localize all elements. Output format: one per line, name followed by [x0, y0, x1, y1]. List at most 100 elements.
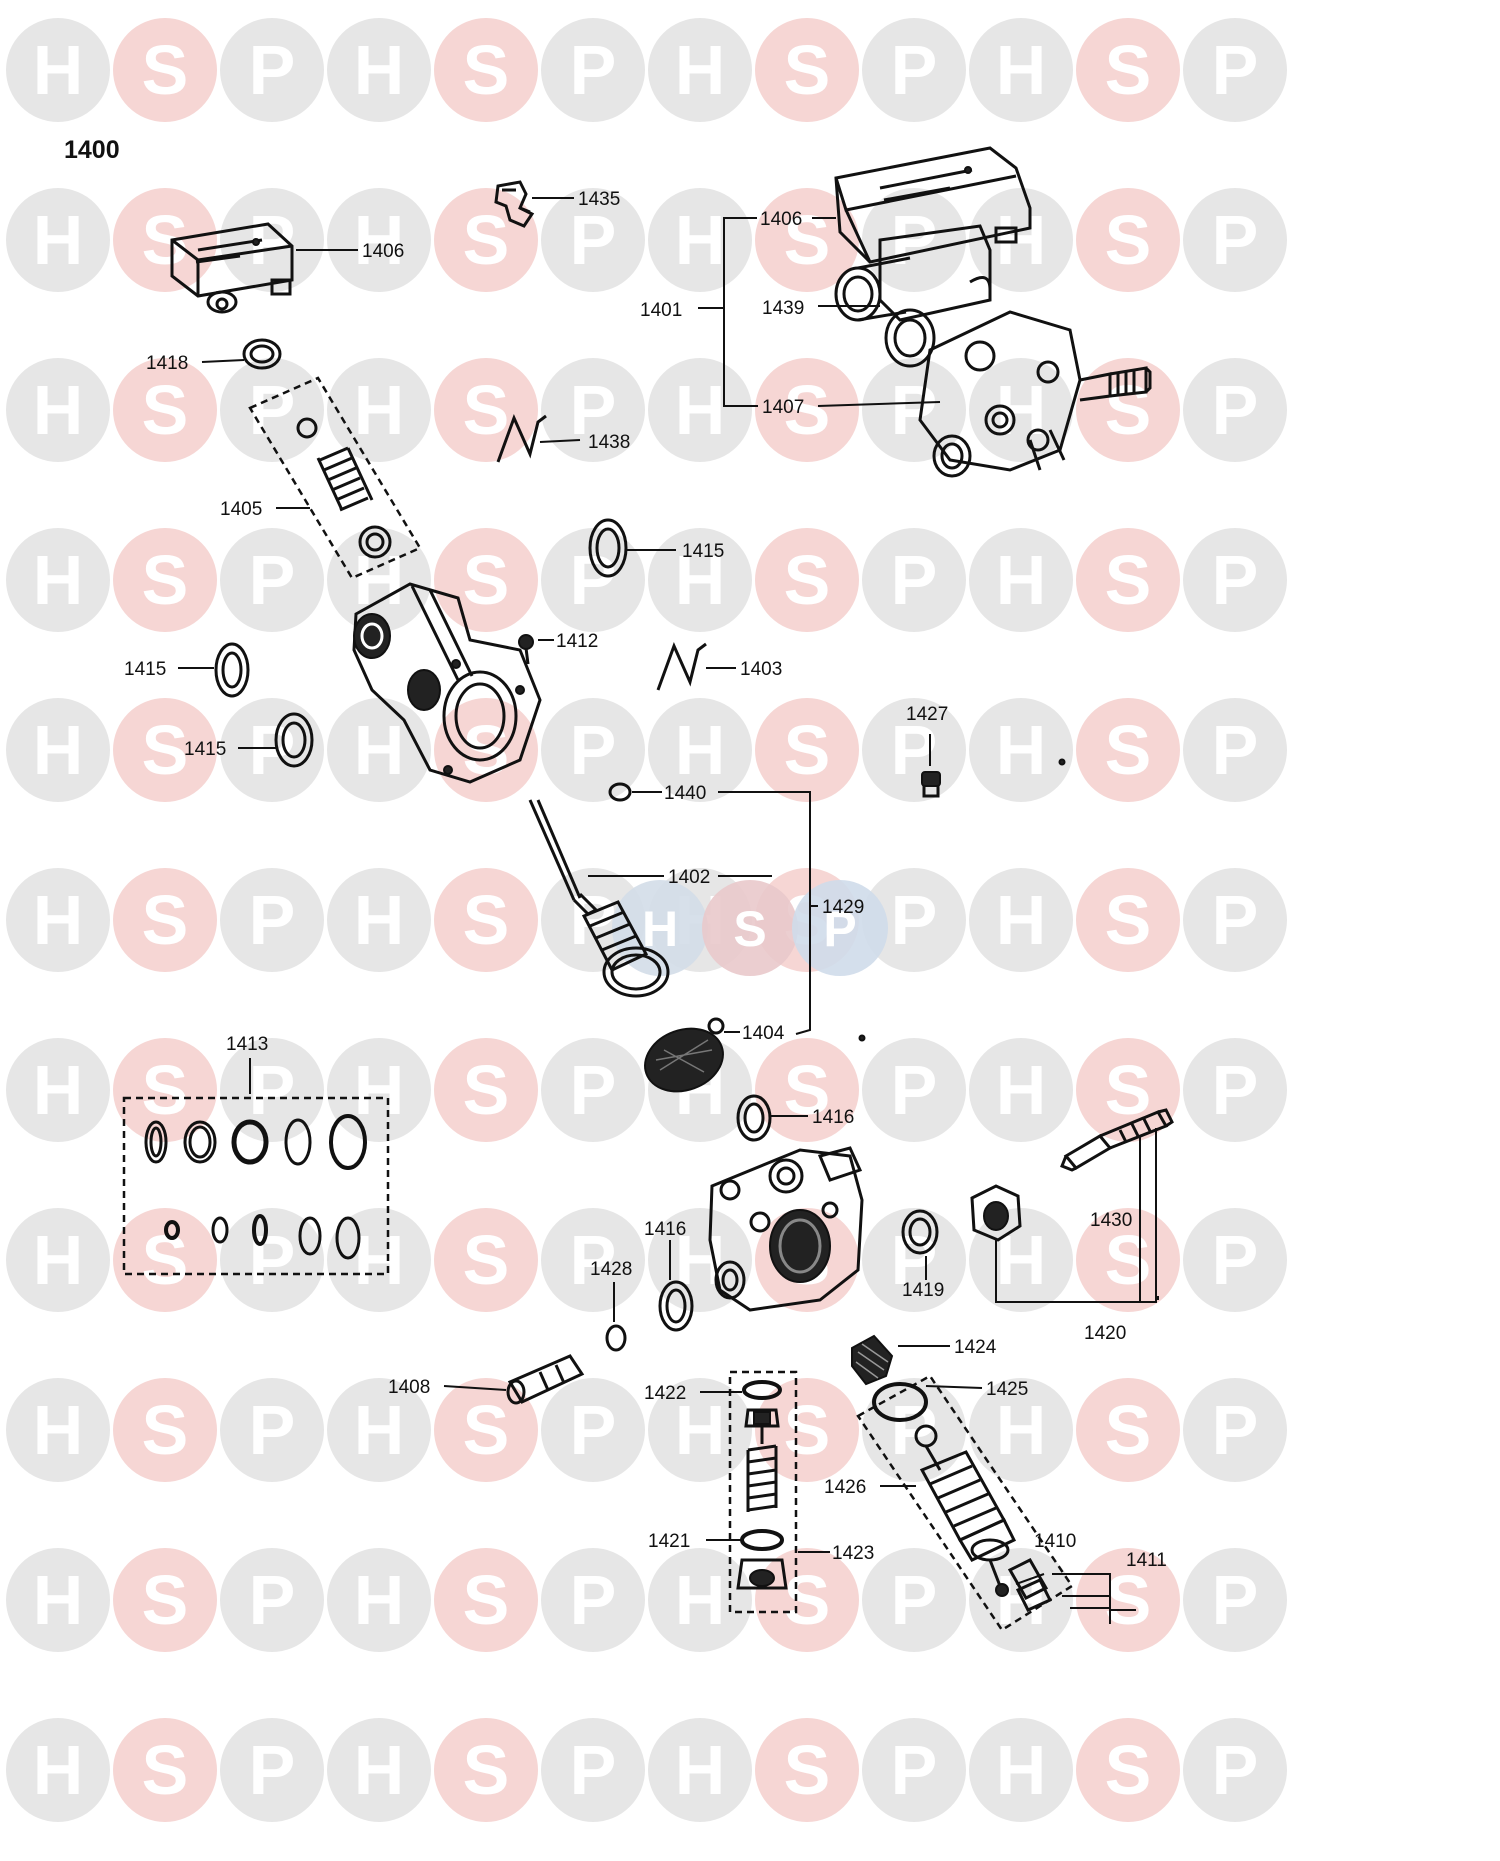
watermark-circle: [6, 1378, 110, 1482]
part-1413-o-ring-kit: [122, 1096, 390, 1276]
watermark-letter: S: [784, 1391, 831, 1469]
watermark-letter: P: [249, 371, 296, 449]
watermark-letter: H: [996, 711, 1047, 789]
part-1415-washer-center: [588, 518, 628, 578]
watermark-circle: [755, 1378, 859, 1482]
watermark-circle: [755, 528, 859, 632]
watermark-letter: H: [996, 201, 1047, 279]
part-1403-spring-clip: [656, 641, 707, 691]
watermark-circle: [1183, 1378, 1287, 1482]
watermark-letter: S: [142, 1731, 189, 1809]
watermark-letter: H: [33, 711, 84, 789]
label-1422: 1422: [644, 1383, 686, 1404]
watermark-circle: [969, 868, 1073, 972]
label-1438: 1438: [588, 432, 630, 453]
watermark-letter: H: [354, 881, 405, 959]
watermark-circle: [113, 358, 217, 462]
watermark-circle: [862, 1548, 966, 1652]
part-1405-valve-kit: [248, 376, 422, 580]
watermark-circle: [220, 1208, 324, 1312]
watermark-letter: S: [463, 541, 510, 619]
watermark-circle: [113, 1208, 217, 1312]
part-1401-valve-assembly: [834, 146, 1152, 478]
watermark-circle: [1183, 1548, 1287, 1652]
watermark-circle: [862, 528, 966, 632]
watermark-letter: H: [996, 1391, 1047, 1469]
label-1439: 1439: [762, 298, 804, 319]
watermark-letter: P: [249, 1391, 296, 1469]
watermark-circle: [434, 1548, 538, 1652]
watermark-center-circle: [612, 880, 708, 976]
label-1426: 1426: [824, 1477, 866, 1498]
label-1440: 1440: [664, 783, 706, 804]
watermark-letter: H: [996, 1731, 1047, 1809]
watermark-circle: [541, 1208, 645, 1312]
watermark-circle: [327, 18, 431, 122]
watermark-letter: S: [142, 201, 189, 279]
watermark-letter: H: [675, 541, 726, 619]
watermark-circle: [1183, 868, 1287, 972]
part-1425-o-ring: [872, 1382, 928, 1422]
watermark-letter: H: [33, 1731, 84, 1809]
watermark-letter: S: [463, 1561, 510, 1639]
label-1402: 1402: [668, 867, 710, 888]
watermark-circle: [434, 358, 538, 462]
watermark-circle: [755, 188, 859, 292]
watermark-letter: P: [570, 541, 617, 619]
watermark-circle: [969, 1038, 1073, 1142]
watermark-circle: [327, 1548, 431, 1652]
watermark-circle: [1183, 1038, 1287, 1142]
watermark-circle: [1183, 188, 1287, 292]
label-1429: 1429: [822, 897, 864, 918]
watermark-circle: [862, 18, 966, 122]
watermark-circle: [434, 698, 538, 802]
watermark-circle: [327, 1378, 431, 1482]
watermark-circle: [113, 1378, 217, 1482]
watermark-letter: H: [33, 1391, 84, 1469]
watermark-letter: S: [463, 1391, 510, 1469]
watermark-circle: [862, 1718, 966, 1822]
watermark-circle: [1076, 1038, 1180, 1142]
watermark-letter: P: [1212, 881, 1259, 959]
watermark-letter: P: [249, 711, 296, 789]
speck: [858, 1034, 866, 1042]
part-1423-valve-kit: [728, 1370, 798, 1614]
watermark-circle: [862, 358, 966, 462]
watermark-letter: H: [354, 1221, 405, 1299]
watermark-circle: [113, 1548, 217, 1652]
label-1415-left-2: 1415: [184, 739, 226, 760]
watermark-letter: H: [996, 31, 1047, 109]
watermark-letter: S: [142, 1561, 189, 1639]
watermark-circle: [6, 1208, 110, 1312]
watermark-circle: [434, 1718, 538, 1822]
watermark-center-letter: P: [823, 901, 856, 957]
watermark-letter: P: [891, 1731, 938, 1809]
watermark-letter: S: [1105, 1391, 1152, 1469]
part-1430-needle-valve: [1060, 1108, 1174, 1172]
label-1407: 1407: [762, 397, 804, 418]
label-1403: 1403: [740, 659, 782, 680]
watermark-circle: [969, 18, 1073, 122]
label-1406-right: 1406: [760, 209, 802, 230]
watermark-letter: S: [1105, 711, 1152, 789]
watermark-circle: [1183, 1718, 1287, 1822]
label-1401: 1401: [640, 300, 682, 321]
watermark-letter: P: [1212, 1051, 1259, 1129]
watermark-letter: S: [142, 1051, 189, 1129]
watermark-letter: S: [142, 31, 189, 109]
watermark-circle: [434, 1038, 538, 1142]
watermark-letter: P: [1212, 541, 1259, 619]
part-valve-body-lower: [708, 1146, 864, 1312]
watermark-letter: H: [354, 711, 405, 789]
watermark-circle: [862, 1378, 966, 1482]
watermark-circle: [755, 18, 859, 122]
watermark-letter: H: [354, 371, 405, 449]
label-1412: 1412: [556, 631, 598, 652]
watermark-letter: H: [354, 1391, 405, 1469]
watermark-circle: [6, 1718, 110, 1822]
watermark-circle: [648, 358, 752, 462]
label-1410: 1410: [1034, 1531, 1076, 1552]
watermark-circle: [434, 868, 538, 972]
watermark-letter: H: [33, 1561, 84, 1639]
part-1415-washer-left-1: [214, 642, 250, 698]
